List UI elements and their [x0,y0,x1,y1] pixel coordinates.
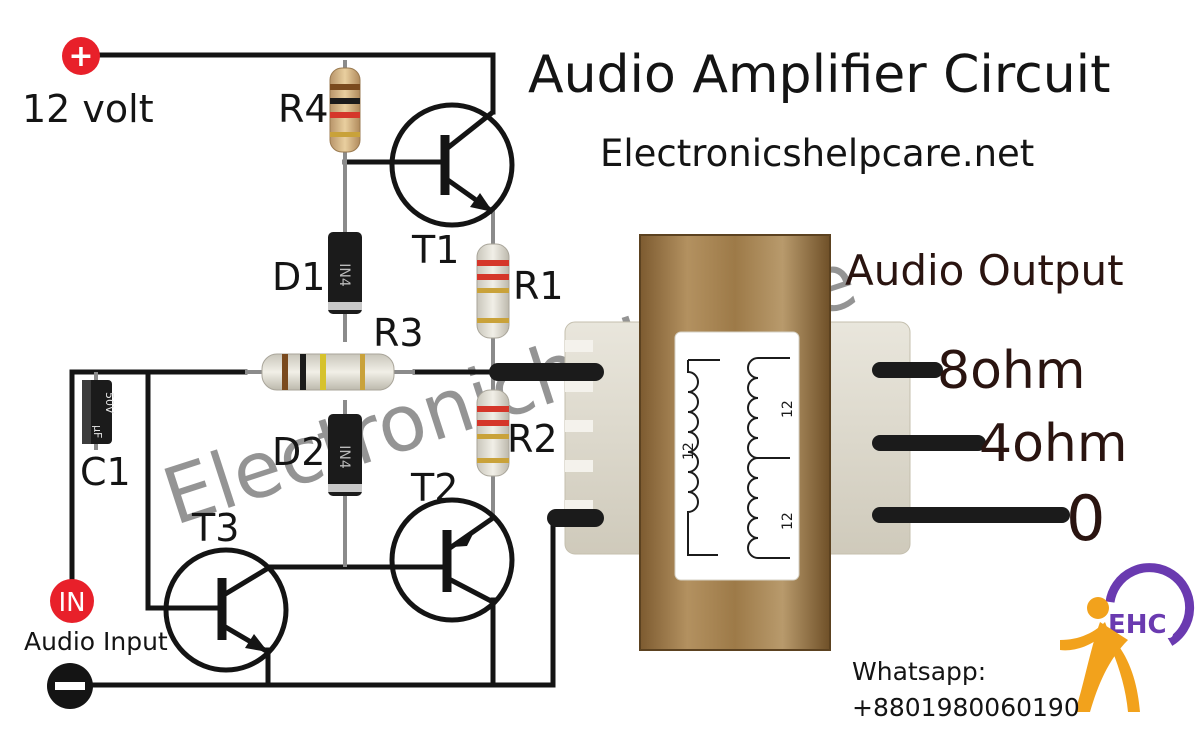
resistor-r3 [261,353,395,391]
secondary-turns-bottom-label: 12 [780,512,796,530]
page-title: Audio Amplifier Circuit [528,45,1111,105]
primary-turns-label: 12 [681,442,697,460]
website-label: Electronicshelpcare.net [600,132,1034,175]
audio-input-label: Audio Input [24,627,168,656]
secondary-turns-top-label: 12 [780,400,796,418]
t3-label: T3 [191,506,239,550]
r3-label: R3 [373,311,424,355]
t1-label: T1 [411,228,459,272]
ehc-logo: EHC [1060,563,1195,712]
audio-output-heading: Audio Output [845,246,1124,295]
in-label: IN [58,588,85,618]
resistor-r4 [329,67,361,153]
output-transformer: 12 12 12 [564,234,911,651]
diode-d1: IN4 [328,232,362,314]
resistor-r1 [476,243,510,339]
whatsapp-label: Whatsapp: [852,657,986,686]
transistor-t3 [163,547,289,673]
capacitor-voltage-marking: 50V [103,392,116,414]
output-tap-0: 0 [1066,482,1105,555]
resistor-r2 [476,389,510,477]
transformer-leads [489,362,1070,527]
svg-text:IN4: IN4 [336,445,352,469]
c1-label: C1 [80,450,131,494]
svg-text:IN4: IN4 [336,263,352,287]
t2-label: T2 [410,466,458,510]
whatsapp-number: +8801980060190 [852,693,1080,722]
capacitor-c1: 50V μF [82,380,116,444]
transistor-t1 [389,102,515,228]
plus-symbol: + [68,39,93,74]
output-tap-8ohm: 8ohm [937,341,1086,401]
positive-terminal: + [62,37,100,75]
capacitor-value-marking: μF [91,425,104,438]
d2-label: D2 [272,430,325,474]
supply-voltage-label: 12 volt [22,87,154,131]
d1-label: D1 [272,255,325,299]
diode-d2: IN4 [328,414,362,496]
negative-terminal [47,663,93,709]
r4-label: R4 [278,87,329,131]
r1-label: R1 [513,264,564,308]
transistor-t2 [389,497,515,623]
r2-label: R2 [507,417,558,461]
input-terminal: IN [50,579,94,623]
output-tap-4ohm: 4ohm [979,414,1128,474]
